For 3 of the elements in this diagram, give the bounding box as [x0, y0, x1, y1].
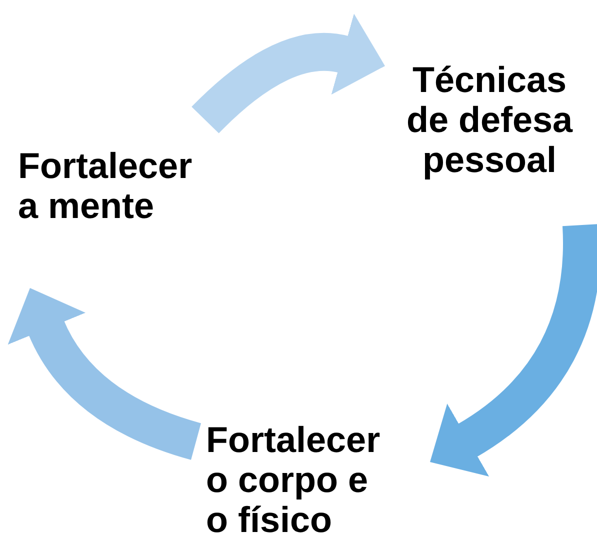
cycle-step-label: Fortalecer a mente — [18, 146, 194, 226]
cycle-step-label: Fortalecer o corpo e o físico — [206, 420, 382, 540]
cycle-step-label: Técnicas de defesa pessoal — [405, 60, 574, 180]
